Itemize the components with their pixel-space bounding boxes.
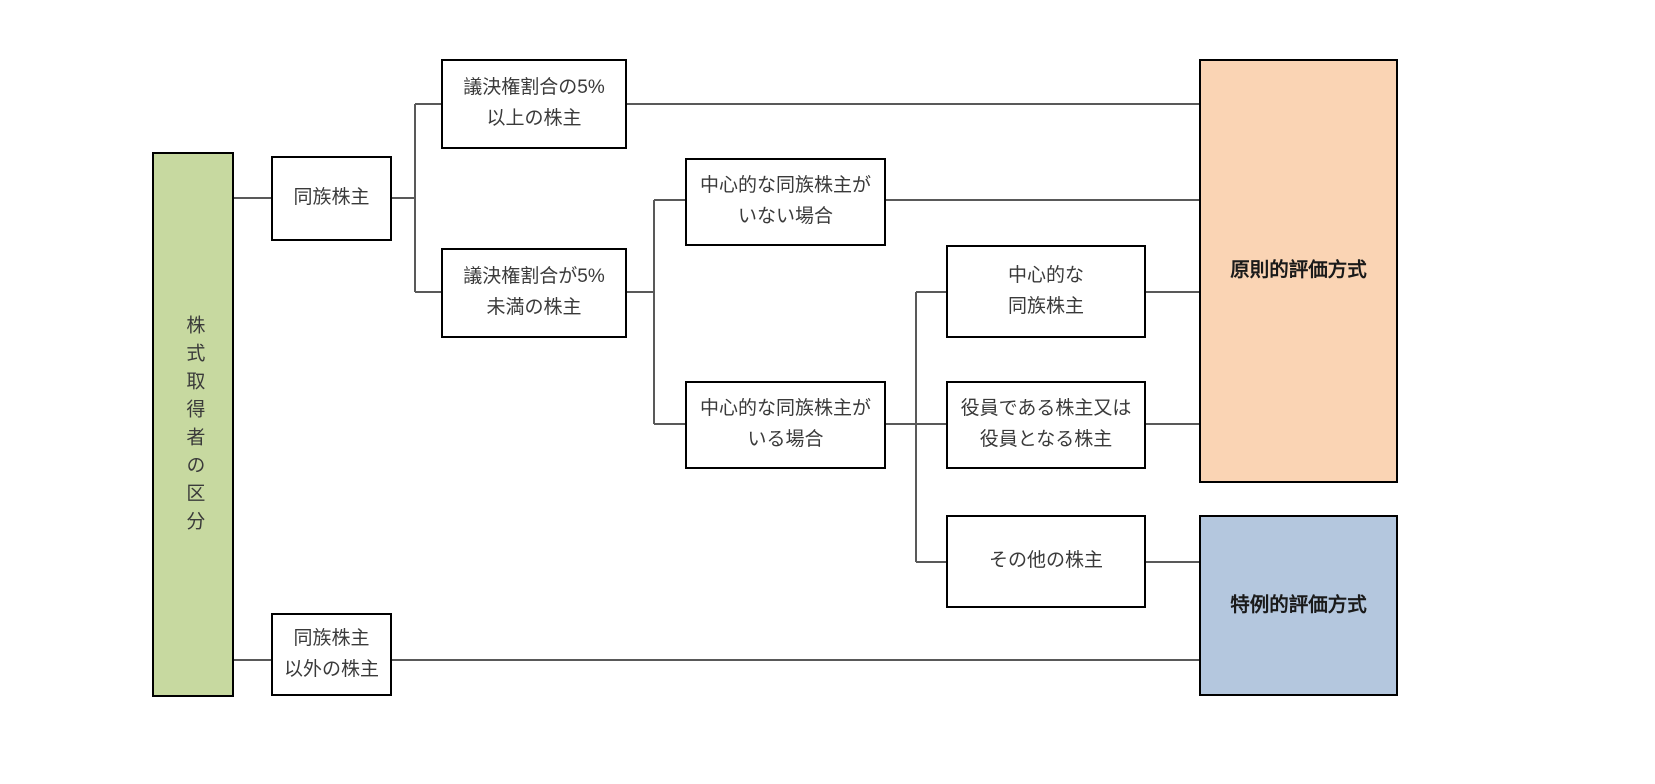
- node-special-method[interactable]: 特例的評価方式: [1199, 515, 1398, 696]
- node-central-family-line-1: 中心的な: [1007, 264, 1084, 286]
- node-officer-shareholder[interactable]: 役員である株主又は 役員となる株主: [946, 381, 1146, 469]
- node-voting-5-or-more[interactable]: 議決権割合の5% 以上の株主: [441, 59, 627, 149]
- node-voting-under-5[interactable]: 議決権割合が5% 未満の株主: [441, 248, 627, 338]
- node-principal-method-label: 原則的評価方式: [1230, 259, 1367, 282]
- node-category[interactable]: 株式取得者の区分: [152, 152, 234, 697]
- node-voting-under-5-line-2: 未満の株主: [486, 297, 582, 318]
- node-has-central-family[interactable]: 中心的な同族株主が いる場合: [685, 381, 886, 469]
- node-officer-shareholder-line-1: 役員である株主又は: [960, 398, 1132, 420]
- node-non-family-shareholder-line-2: 以外の株主: [283, 658, 379, 680]
- node-non-family-shareholder[interactable]: 同族株主 以外の株主: [271, 613, 392, 696]
- node-central-family[interactable]: 中心的な 同族株主: [946, 245, 1146, 338]
- node-no-central-family[interactable]: 中心的な同族株主が いない場合: [685, 158, 886, 246]
- node-central-family-line-2: 同族株主: [1007, 295, 1084, 317]
- node-voting-5-or-more-line-1: 議決権割合の5%: [463, 77, 605, 99]
- node-no-central-family-line-1: 中心的な同族株主が: [699, 175, 871, 197]
- node-category-label: 株式取得者の区分: [183, 314, 205, 539]
- node-other-shareholder[interactable]: その他の株主: [946, 515, 1146, 608]
- node-non-family-shareholder-line-1: 同族株主: [293, 627, 370, 649]
- node-voting-under-5-line-1: 議決権割合が5%: [463, 266, 605, 288]
- node-has-central-family-line-2: いる場合: [747, 429, 824, 450]
- node-voting-5-or-more-line-2: 以上の株主: [486, 108, 582, 129]
- node-principal-method[interactable]: 原則的評価方式: [1199, 59, 1398, 483]
- node-other-shareholder-line-1: その他の株主: [988, 550, 1103, 572]
- node-special-method-label: 特例的評価方式: [1230, 593, 1367, 616]
- node-family-shareholder-line-1: 同族株主: [293, 187, 370, 209]
- node-no-central-family-line-2: いない場合: [737, 206, 833, 227]
- node-has-central-family-line-1: 中心的な同族株主が: [699, 398, 871, 420]
- node-officer-shareholder-line-2: 役員となる株主: [979, 429, 1113, 450]
- node-family-shareholder[interactable]: 同族株主: [271, 156, 392, 241]
